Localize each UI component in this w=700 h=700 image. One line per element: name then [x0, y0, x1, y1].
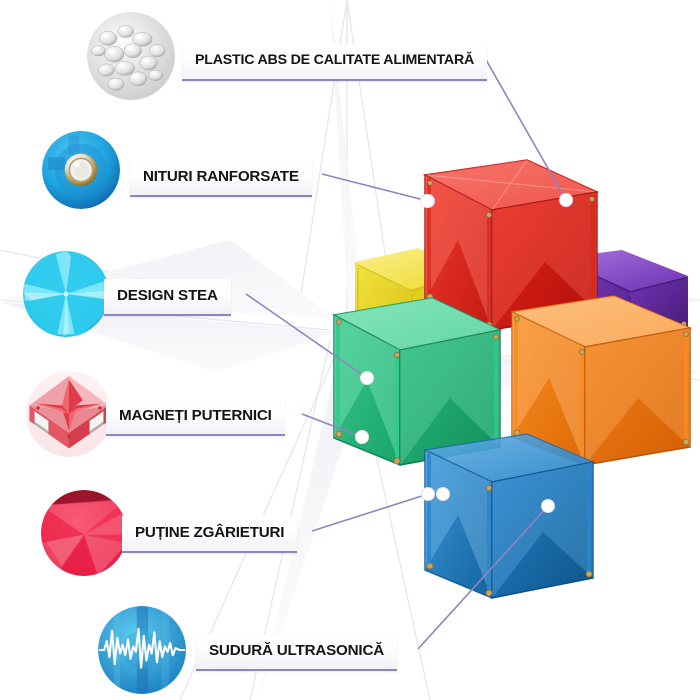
connector-line [417, 505, 549, 650]
callout-endpoint-dot [421, 487, 435, 501]
feature-label-food-grade-abs[interactable]: PLASTIC ABS DE CALITATE ALIMENTARĂ [182, 44, 488, 81]
connector-line [321, 173, 429, 202]
feature-label-text: NITURI RANFORSATE [143, 167, 299, 185]
callout-endpoint-dot [355, 430, 369, 444]
star-facet-icon [23, 251, 109, 337]
callout-endpoint-dot [559, 193, 573, 207]
plastic-pellets-icon [87, 12, 175, 100]
feature-label-text: PUȚINE ZGÂRIETURI [135, 523, 285, 541]
callout-endpoint-dot [360, 371, 374, 385]
feature-label-ultrasonic-welding[interactable]: SUDURĂ ULTRASONICĂ [196, 634, 397, 671]
cube-green-left [331, 297, 503, 467]
magnet-star-corner-icon [26, 371, 112, 457]
connector-line [311, 493, 429, 532]
feature-label-text: SUDURĂ ULTRASONICĂ [209, 641, 384, 659]
connector-line [301, 413, 363, 438]
callout-endpoint-dot [420, 194, 434, 208]
connector-line [484, 57, 567, 201]
feature-label-strong-magnets[interactable]: MAGNEȚI PUTERNICI [106, 399, 285, 436]
cube-blue-bottom [422, 433, 596, 600]
rivet-icon [42, 131, 120, 209]
cube-red-top [422, 159, 600, 332]
feature-label-star-design[interactable]: DESIGN STEA [104, 279, 231, 316]
callout-endpoint-dot [541, 499, 555, 513]
feature-label-text: PLASTIC ABS DE CALITATE ALIMENTARĂ [195, 52, 475, 69]
feature-label-reinforced-rivets[interactable]: NITURI RANFORSATE [130, 160, 312, 197]
cube-orange-right [509, 295, 693, 467]
feature-label-few-scratches[interactable]: PUȚINE ZGÂRIETURI [122, 516, 298, 553]
feature-label-text: MAGNEȚI PUTERNICI [119, 406, 272, 424]
callout-endpoint-dot [436, 487, 450, 501]
red-facet-disc-icon [41, 490, 127, 576]
connector-line [245, 293, 368, 379]
ultrasonic-wave-icon [98, 606, 186, 694]
feature-label-text: DESIGN STEA [117, 286, 218, 304]
